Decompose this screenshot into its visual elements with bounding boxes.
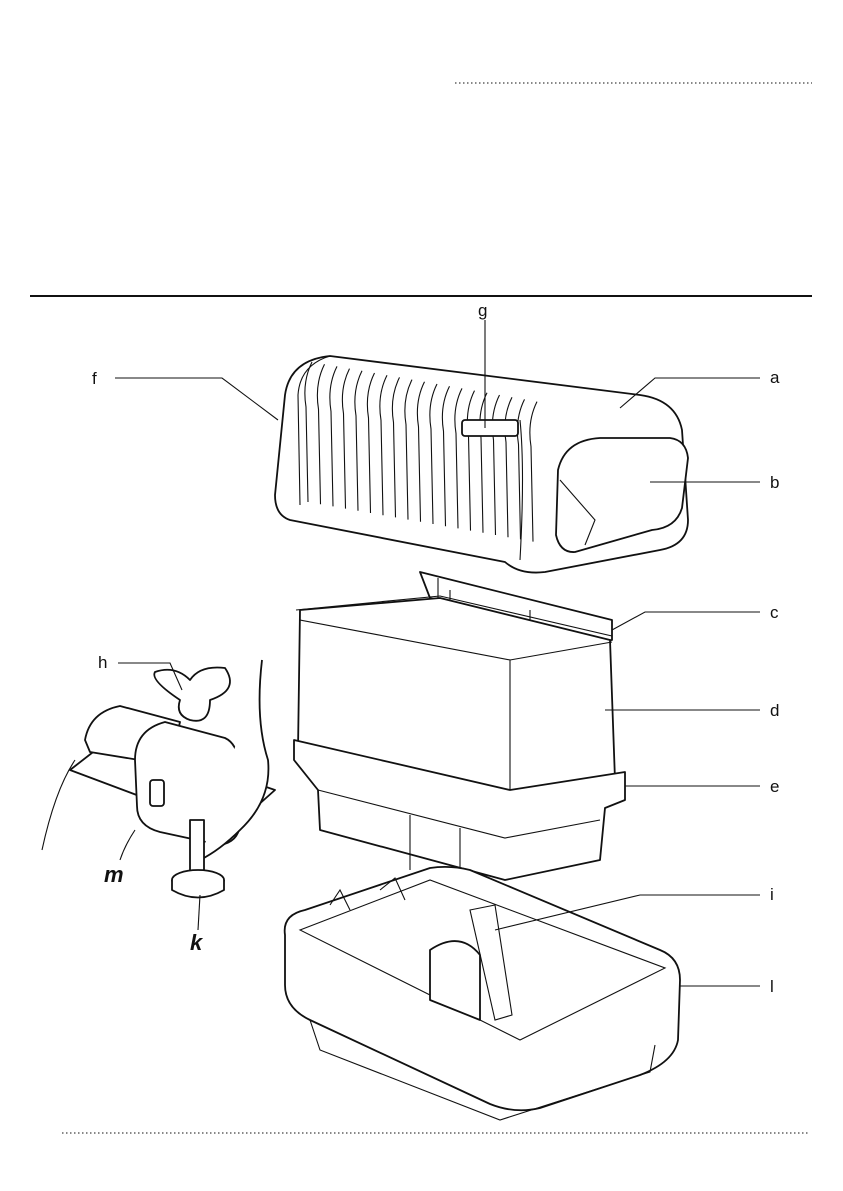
label-h: h	[98, 653, 107, 672]
label-i: i	[770, 885, 774, 904]
label-f: f	[92, 369, 97, 388]
leader-f	[115, 378, 278, 420]
leader-c	[612, 612, 760, 630]
label-k: k	[190, 930, 204, 955]
label-m: m	[104, 862, 124, 887]
water-tray	[285, 867, 680, 1120]
label-b: b	[770, 473, 779, 492]
top-cover-clip	[462, 420, 518, 436]
leader-k	[198, 895, 200, 930]
leader-m	[120, 830, 135, 860]
label-g: g	[478, 301, 487, 320]
fan-motor-assembly	[42, 360, 275, 898]
label-l: l	[770, 977, 774, 996]
label-e: e	[770, 777, 779, 796]
label-d: d	[770, 701, 779, 720]
label-c: c	[770, 603, 779, 622]
label-a: a	[770, 368, 780, 387]
